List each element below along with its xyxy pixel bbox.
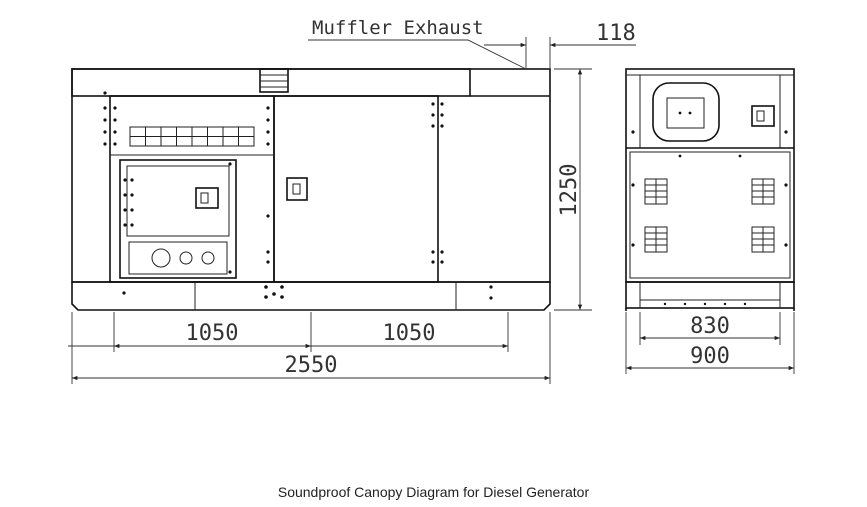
gauge-panel — [128, 241, 228, 275]
gauge-icon — [151, 248, 171, 268]
figure-caption: Soundproof Canopy Diagram for Diesel Gen… — [277, 484, 590, 500]
dim-muffler-offset: 118 — [596, 21, 636, 46]
exhaust-hatch — [652, 82, 720, 142]
dim-front-left-width: 1050 — [186, 321, 239, 346]
side-lock-icon — [751, 105, 775, 127]
control-cabinet — [119, 159, 237, 279]
switch-icon — [201, 251, 215, 265]
side-vent-grilles — [644, 178, 775, 253]
muffler-exhaust-label: Muffler Exhaust — [312, 17, 484, 39]
panel-bolts — [103, 91, 444, 274]
front-view — [71, 68, 551, 311]
muffler-leader-line — [308, 39, 527, 70]
front-canopy-body — [71, 68, 551, 283]
front-base-skid — [71, 282, 551, 311]
door-handle-icon — [286, 177, 308, 201]
dim-front-right-width: 1050 — [383, 321, 436, 346]
control-door-panel — [109, 95, 275, 283]
louver-vents — [129, 126, 255, 147]
side-canopy-body — [625, 68, 795, 283]
side-base-skid — [625, 281, 795, 309]
dim-height: 1250 — [557, 164, 582, 217]
side-view — [625, 68, 795, 311]
switch-icon — [179, 251, 193, 265]
dim-side-inner-width: 830 — [690, 314, 730, 339]
exhaust-hatch-window — [666, 97, 705, 129]
dimension-lines — [68, 37, 795, 384]
control-cabinet-window — [126, 165, 230, 237]
dim-side-total-width: 900 — [690, 344, 730, 369]
dim-total-length: 2550 — [285, 353, 338, 378]
side-lower-panel — [629, 151, 791, 279]
service-door-panel — [273, 95, 439, 283]
cabinet-lock-icon — [195, 187, 219, 209]
generator-canopy-drawing: Muffler Exhaust 118 1250 1050 1050 2550 … — [68, 17, 795, 384]
